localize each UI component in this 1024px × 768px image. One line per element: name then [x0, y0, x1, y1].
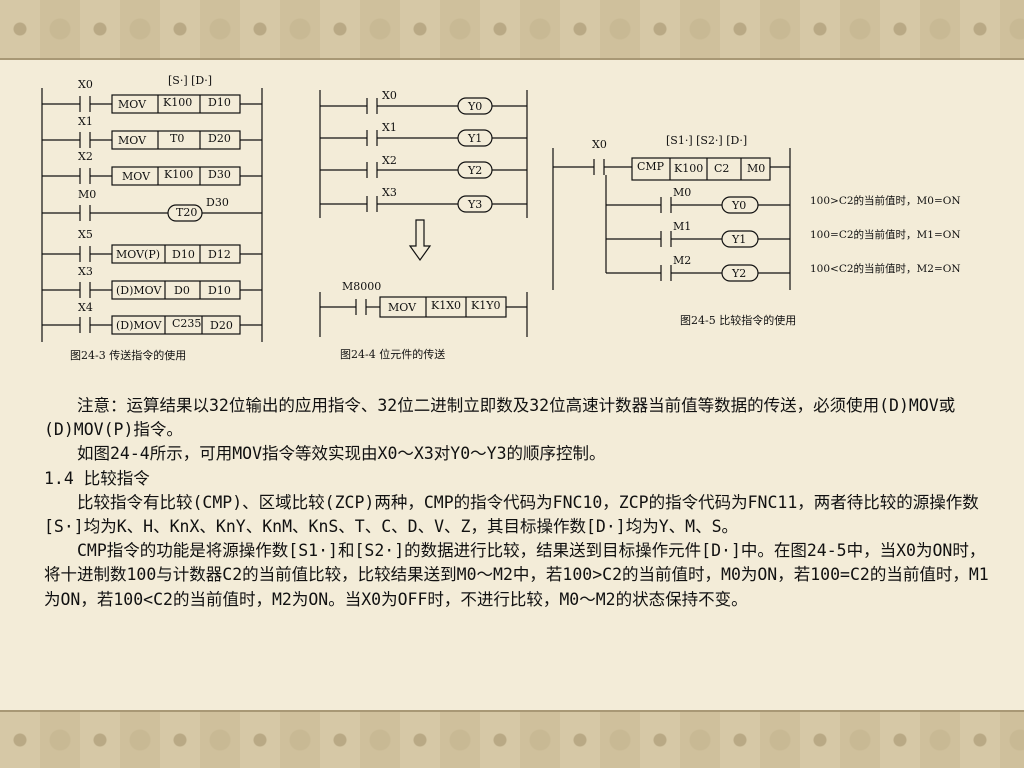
fig3-src-6: C235 — [172, 317, 201, 330]
paragraph-compare-intro: 比较指令有比较(CMP)、区域比较(ZCP)两种，CMP的指令代码为FNC10，… — [44, 492, 979, 537]
fig5-out-contact-m2: M2 — [673, 254, 691, 267]
fig3-contact-x3: X3 — [78, 265, 93, 278]
fig3-dst-0: D10 — [208, 96, 231, 109]
fig3-contact-m0: M0 — [78, 188, 96, 201]
fig4-contact-x2: X2 — [382, 154, 397, 167]
fig3-instr-0: MOV — [118, 98, 147, 111]
fig3-coil-param: D30 — [206, 196, 229, 209]
fig3-dst-5: D10 — [208, 284, 231, 297]
fig4-coil-y2: Y2 — [467, 164, 482, 177]
fig3-caption: 图24-3 传送指令的使用 — [70, 348, 186, 362]
fig3-src-0: K100 — [163, 96, 192, 109]
fig4-caption: 图24-4 位元件的传送 — [340, 347, 445, 361]
fig5-out-contact-m1: M1 — [673, 220, 691, 233]
fig4-coil-y3: Y3 — [467, 198, 482, 211]
fig4-contact-m8000: M8000 — [342, 280, 381, 293]
fig5-out-coil-y2: Y2 — [731, 267, 746, 280]
paragraph-fig4: 如图24-4所示，可用MOV指令等效实现由X0～X3对Y0～Y3的顺序控制。 — [77, 444, 606, 464]
top-decorative-border — [0, 0, 1024, 58]
fig3-instr-6: (D)MOV — [116, 319, 162, 332]
fig5-s2: C2 — [714, 162, 729, 175]
bottom-decorative-border — [0, 712, 1024, 768]
fig5-note-2: 100<C2的当前值时，M2=ON — [810, 262, 961, 275]
fig3-contact-x4: X4 — [78, 301, 93, 314]
fig4-src: K1X0 — [431, 299, 461, 312]
fig4-instr: MOV — [388, 301, 417, 314]
fig5-s1: K100 — [674, 162, 703, 175]
fig5-contact-x0: X0 — [592, 138, 607, 151]
fig3-contact-x1: X1 — [78, 115, 93, 128]
fig3-instr-4: MOV(P) — [116, 248, 160, 261]
fig3-dst-2: D30 — [208, 168, 231, 181]
fig5-operand-header: [S1·] [S2·] [D·] — [666, 134, 747, 147]
fig4-coil-y0: Y0 — [467, 100, 482, 113]
fig3-contact-x0: X0 — [78, 78, 93, 91]
fig4-dst: K1Y0 — [471, 299, 500, 312]
fig5-instr: CMP — [637, 160, 665, 173]
fig5-out-coil-y0: Y0 — [731, 199, 746, 212]
bottom-border-line — [0, 710, 1024, 712]
fig5-d: M0 — [747, 162, 765, 175]
fig5-note-0: 100>C2的当前值时，M0=ON — [810, 194, 961, 207]
paragraph-note: 注意：运算结果以32位输出的应用指令、32位二进制立即数及32位高速计数器当前值… — [44, 396, 956, 440]
top-border-line — [0, 58, 1024, 60]
fig4-coil-y1: Y1 — [467, 132, 482, 145]
fig5-out-coil-y1: Y1 — [731, 233, 746, 246]
fig3-dst-4: D12 — [208, 248, 231, 261]
fig3-instr-1: MOV — [118, 134, 147, 147]
fig4-contact-x1: X1 — [382, 121, 397, 134]
fig4-contact-x3: X3 — [382, 186, 397, 199]
fig5-caption: 图24-5 比较指令的使用 — [680, 313, 796, 327]
body-text: 注意：运算结果以32位输出的应用指令、32位二进制立即数及32位高速计数器当前值… — [44, 394, 994, 612]
fig3-instr-5: (D)MOV — [116, 284, 162, 297]
fig3-coil-t20: T20 — [176, 206, 197, 219]
fig3-src-4: D10 — [172, 248, 195, 261]
fig3-contact-x2: X2 — [78, 150, 93, 163]
fig5-note-1: 100=C2的当前值时，M1=ON — [810, 228, 961, 241]
fig3-dst-1: D20 — [208, 132, 231, 145]
fig3-instr-2: MOV — [122, 170, 151, 183]
fig3-dst-6: D20 — [210, 319, 233, 332]
fig3-src-2: K100 — [164, 168, 193, 181]
fig4-contact-x0: X0 — [382, 89, 397, 102]
fig3-contact-x5: X5 — [78, 228, 93, 241]
fig3-operand-header: [S·] [D·] — [168, 74, 212, 87]
paragraph-cmp-function: CMP指令的功能是将源操作数[S1·]和[S2·]的数据进行比较，结果送到目标操… — [44, 541, 989, 609]
fig3-src-5: D0 — [174, 284, 190, 297]
section-heading: 1.4 比较指令 — [44, 468, 150, 488]
fig5-out-contact-m0: M0 — [673, 186, 691, 199]
fig3-src-1: T0 — [170, 132, 184, 145]
